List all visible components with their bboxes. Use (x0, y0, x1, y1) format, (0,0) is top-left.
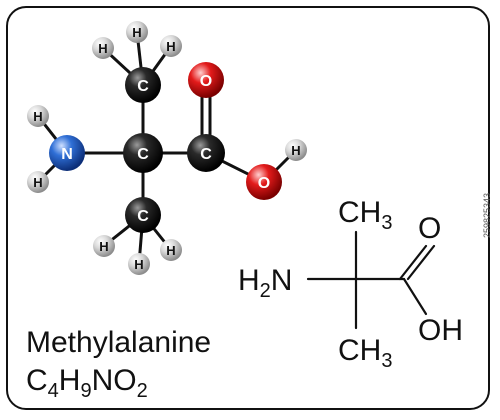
carbon-atom-alpha: C (123, 133, 163, 173)
hydrogen-atom-4: H (27, 105, 49, 127)
hydrogen-atom-3: H (160, 35, 182, 57)
skeletal-carbonyl-o: O (418, 212, 441, 245)
svg-text:H: H (134, 257, 143, 272)
oxygen-atom-hydroxyl: O (246, 164, 282, 200)
svg-text:H: H (166, 39, 175, 54)
molecule-name: Methylalanine (26, 326, 212, 359)
skeletal-amine: H2N (238, 264, 292, 302)
stock-id: 259825343 (482, 192, 492, 238)
svg-text:N: N (61, 146, 73, 163)
hydrogen-atom-1: H (92, 37, 114, 59)
skeletal-bond-c-carbonyl-a (398, 244, 428, 281)
hydrogen-atom-8: H (128, 253, 150, 275)
skeletal-hydroxyl: OH (418, 314, 463, 347)
molecule-formula: C4H9NO2 (26, 364, 148, 402)
carbon-atom-carboxyl: C (187, 134, 225, 172)
skeletal-ch3-bottom: CH3 (338, 334, 392, 372)
skeletal-bonds (306, 230, 436, 330)
svg-text:H: H (98, 41, 107, 56)
hydrogen-atom-6: H (285, 139, 307, 161)
svg-text:C: C (137, 208, 149, 225)
carbon-atom-bottom: C (125, 197, 161, 233)
svg-text:O: O (200, 73, 212, 90)
svg-text:H: H (166, 243, 175, 258)
hydrogen-atom-7: H (93, 235, 115, 257)
hydrogen-atom-2: H (126, 21, 148, 43)
svg-text:O: O (258, 175, 270, 192)
hydrogen-atoms: H H H H H H H H H (27, 21, 307, 275)
svg-text:H: H (132, 25, 141, 40)
oxygen-atom-carbonyl: O (188, 62, 224, 98)
svg-text:C: C (137, 146, 149, 163)
svg-text:H: H (33, 109, 42, 124)
svg-text:H: H (99, 239, 108, 254)
carbon-atom-top: C (125, 67, 161, 103)
hydrogen-atom-9: H (160, 239, 182, 261)
svg-text:C: C (200, 146, 212, 163)
svg-text:C: C (137, 78, 149, 95)
hydrogen-atom-5: H (27, 171, 49, 193)
diagram-frame (6, 6, 490, 410)
skeletal-bond-c-oh (402, 277, 428, 316)
svg-text:H: H (33, 175, 42, 190)
skeletal-ch3-top: CH3 (338, 196, 392, 234)
skeletal-bond-c-carbonyl-b (406, 244, 436, 281)
nitrogen-atom: N (49, 135, 85, 171)
svg-text:H: H (291, 143, 300, 158)
